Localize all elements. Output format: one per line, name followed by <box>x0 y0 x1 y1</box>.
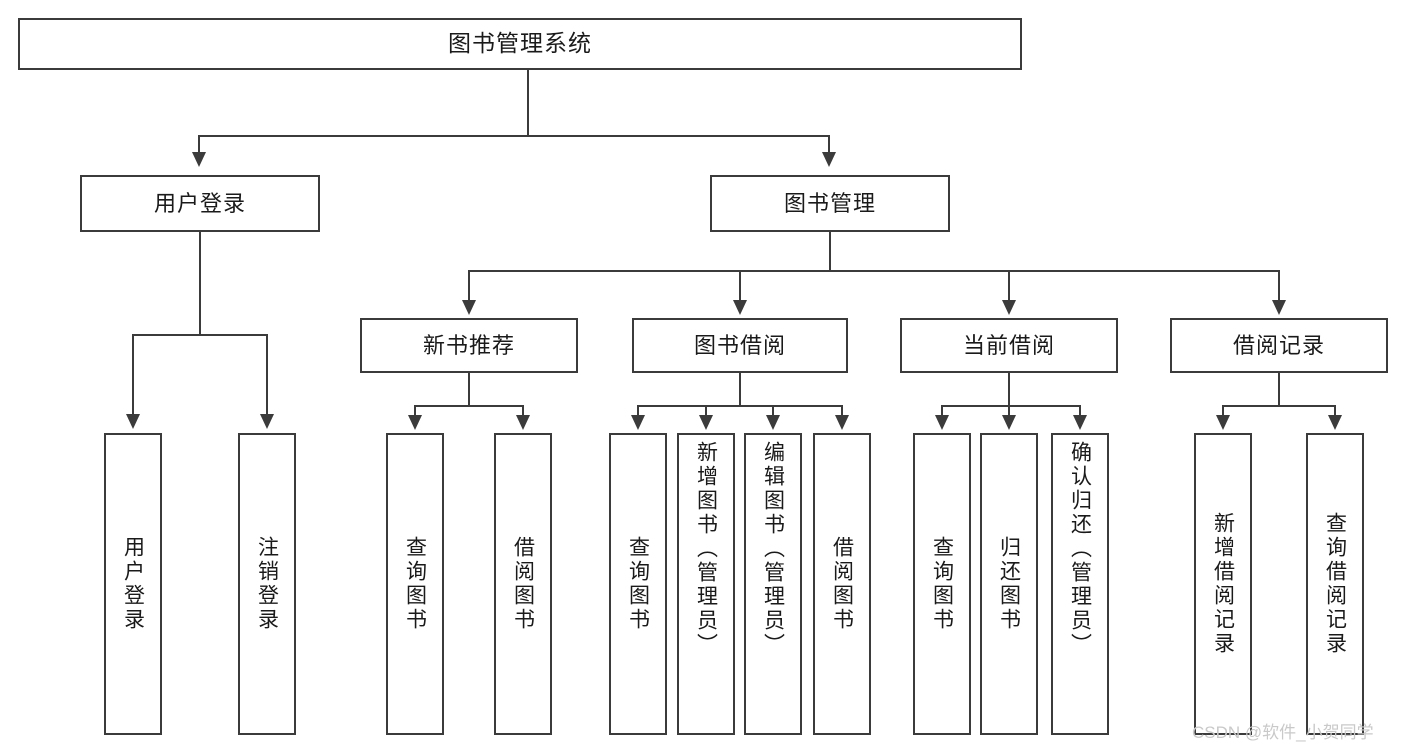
connector-book-manage-trunk <box>829 232 831 271</box>
arrowhead-book-borrow <box>733 300 747 315</box>
node-book-borrow[interactable]: 图书借阅 <box>632 318 848 373</box>
connector-borrow-record-bar <box>1222 405 1336 407</box>
connector-book-borrow-drop-4 <box>841 405 843 417</box>
node-label: 查询图书 <box>930 536 954 632</box>
connector-user-login-bar <box>132 334 268 336</box>
node-label: 当前借阅 <box>962 332 1055 358</box>
arrowhead-leaf-borrow-book-2 <box>835 415 849 430</box>
node-leaf-logout-login[interactable]: 注销登录 <box>238 433 296 735</box>
node-label: 确认归还（管理员） <box>1068 441 1092 657</box>
arrowhead-borrow-record <box>1272 300 1286 315</box>
connector-current-borrow-drop-3 <box>1079 405 1081 417</box>
node-label: 借阅图书 <box>830 536 854 632</box>
node-label: 查询图书 <box>626 536 650 632</box>
arrowhead-leaf-add-book <box>699 415 713 430</box>
node-current-borrow[interactable]: 当前借阅 <box>900 318 1118 373</box>
node-leaf-edit-book[interactable]: 编辑图书（管理员） <box>744 433 802 735</box>
connector-user-login-drop-1 <box>132 334 134 416</box>
arrowhead-root-to-book-manage <box>822 152 836 167</box>
node-user-login[interactable]: 用户登录 <box>80 175 320 232</box>
connector-new-book-drop-2 <box>522 405 524 417</box>
node-leaf-user-login[interactable]: 用户登录 <box>104 433 162 735</box>
node-label: 新增图书（管理员） <box>694 441 718 657</box>
node-label: 用户登录 <box>153 190 246 216</box>
node-label: 用户登录 <box>121 536 145 632</box>
arrowhead-leaf-query-book-2 <box>631 415 645 430</box>
node-label: 借阅图书 <box>511 536 535 632</box>
node-leaf-query-book-1[interactable]: 查询图书 <box>386 433 444 735</box>
connector-root-bar <box>198 135 830 137</box>
node-label: 归还图书 <box>997 536 1021 632</box>
arrowhead-leaf-return-book <box>1002 415 1016 430</box>
node-label: 查询图书 <box>403 536 427 632</box>
connector-borrow-record-drop-2 <box>1334 405 1336 417</box>
arrowhead-current-borrow <box>1002 300 1016 315</box>
connector-book-borrow-drop-2 <box>705 405 707 417</box>
connector-current-borrow-drop-1 <box>941 405 943 417</box>
connector-user-login-drop-2 <box>266 334 268 416</box>
connector-borrow-record-trunk <box>1278 373 1280 406</box>
connector-new-book-trunk <box>468 373 470 406</box>
node-label: 图书借阅 <box>693 332 786 358</box>
node-label: 借阅记录 <box>1232 332 1325 358</box>
arrowhead-leaf-logout-login <box>260 414 274 429</box>
node-leaf-add-book[interactable]: 新增图书（管理员） <box>677 433 735 735</box>
node-leaf-borrow-book-1[interactable]: 借阅图书 <box>494 433 552 735</box>
node-leaf-query-record[interactable]: 查询借阅记录 <box>1306 433 1364 735</box>
node-leaf-return-book[interactable]: 归还图书 <box>980 433 1038 735</box>
connector-current-borrow-trunk <box>1008 373 1010 406</box>
connector-book-borrow-trunk <box>739 373 741 406</box>
node-leaf-query-book-2[interactable]: 查询图书 <box>609 433 667 735</box>
arrowhead-leaf-confirm-return <box>1073 415 1087 430</box>
arrowhead-leaf-query-book-3 <box>935 415 949 430</box>
node-label: 注销登录 <box>255 536 279 632</box>
connector-book-borrow-bar <box>637 405 843 407</box>
arrowhead-leaf-add-record <box>1216 415 1230 430</box>
connector-book-borrow-drop-3 <box>772 405 774 417</box>
connector-user-login-trunk <box>199 232 201 335</box>
connector-book-borrow-drop-1 <box>637 405 639 417</box>
arrowhead-leaf-query-record <box>1328 415 1342 430</box>
arrowhead-leaf-user-login <box>126 414 140 429</box>
arrowhead-leaf-borrow-book-1 <box>516 415 530 430</box>
node-leaf-borrow-book-2[interactable]: 借阅图书 <box>813 433 871 735</box>
arrowhead-root-to-user-login <box>192 152 206 167</box>
connector-root-trunk <box>527 70 529 136</box>
connector-book-manage-drop-1 <box>468 270 470 302</box>
arrowhead-leaf-query-book-1 <box>408 415 422 430</box>
connector-book-manage-drop-4 <box>1278 270 1280 302</box>
connector-root-to-user-login <box>198 135 200 154</box>
node-leaf-query-book-3[interactable]: 查询图书 <box>913 433 971 735</box>
node-label: 图书管理系统 <box>448 30 592 57</box>
connector-new-book-bar <box>414 405 524 407</box>
node-label: 查询借阅记录 <box>1323 512 1347 656</box>
connector-borrow-record-drop-1 <box>1222 405 1224 417</box>
node-leaf-add-record[interactable]: 新增借阅记录 <box>1194 433 1252 735</box>
connector-book-manage-drop-3 <box>1008 270 1010 302</box>
node-label: 新增借阅记录 <box>1211 512 1235 656</box>
connector-current-borrow-drop-2 <box>1008 405 1010 417</box>
arrowhead-leaf-edit-book <box>766 415 780 430</box>
connector-book-manage-drop-2 <box>739 270 741 302</box>
connector-current-borrow-bar <box>941 405 1081 407</box>
arrowhead-new-book-recommend <box>462 300 476 315</box>
node-borrow-record[interactable]: 借阅记录 <box>1170 318 1388 373</box>
node-leaf-confirm-return[interactable]: 确认归还（管理员） <box>1051 433 1109 735</box>
connector-new-book-drop-1 <box>414 405 416 417</box>
node-label: 图书管理 <box>783 190 876 216</box>
connector-book-manage-bar <box>468 270 1280 272</box>
connector-root-to-book-manage <box>828 135 830 154</box>
node-root-system[interactable]: 图书管理系统 <box>18 18 1022 70</box>
node-label: 编辑图书（管理员） <box>761 441 785 657</box>
node-book-manage[interactable]: 图书管理 <box>710 175 950 232</box>
node-label: 新书推荐 <box>422 332 515 358</box>
node-new-book-recommend[interactable]: 新书推荐 <box>360 318 578 373</box>
